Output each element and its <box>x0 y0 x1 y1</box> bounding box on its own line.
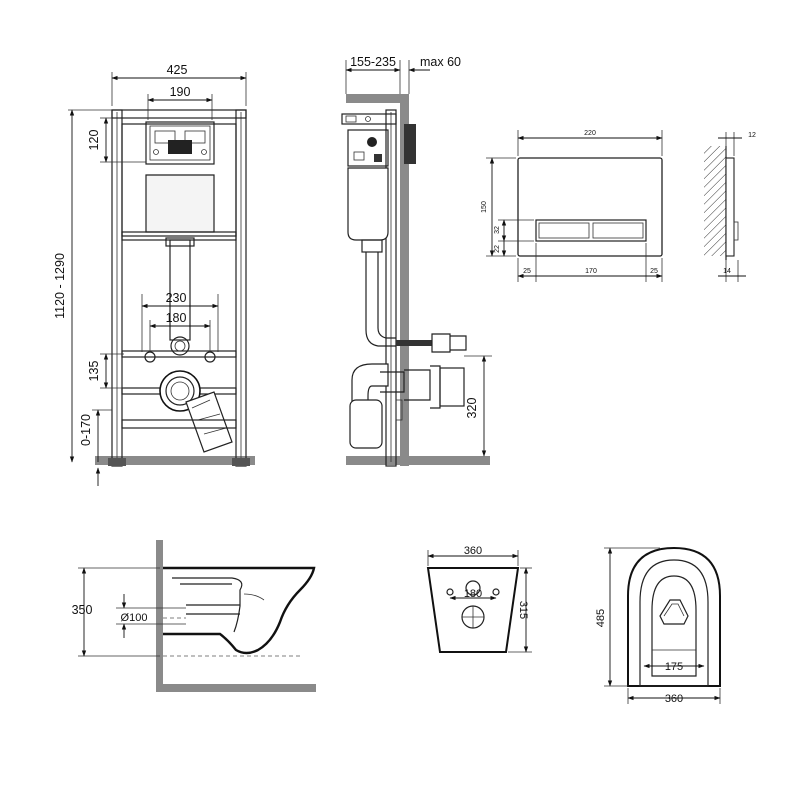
dim-plate-depth-top: 12 <box>748 132 756 139</box>
toilet-bowl-profile <box>163 566 316 655</box>
flush-plate-side-view: 12 14 <box>704 132 756 282</box>
dim-rear-width: 360 <box>464 545 482 557</box>
dim-frame-height: 1120 - 1290 <box>53 253 67 319</box>
dim-opening-height: 120 <box>87 130 101 151</box>
dim-margin-left: 25 <box>523 268 531 275</box>
dim-foot-adjust: 0-170 <box>79 414 93 446</box>
frame-side-dimensions: 155-235 max 60 320 <box>345 55 492 457</box>
dim-frame-width: 425 <box>167 63 188 77</box>
frame-front-view <box>95 109 255 467</box>
dim-toilet-length: 485 <box>595 609 607 627</box>
dim-margin-right: 25 <box>650 268 658 275</box>
flush-pipe <box>169 239 191 341</box>
dim-outlet-height: 320 <box>465 398 479 419</box>
flush-button-small[interactable] <box>538 222 590 239</box>
toilet-side-view: 350 Ø100 <box>72 540 316 692</box>
dim-rear-spacing: 180 <box>464 588 482 600</box>
frame-side-view <box>341 94 490 467</box>
cistern-tank <box>145 174 215 233</box>
dim-button-width: 170 <box>585 268 597 275</box>
mount-hole-right <box>492 588 500 596</box>
dim-plate-depth-bottom: 14 <box>723 268 731 275</box>
wall-side <box>400 94 409 466</box>
dim-toilet-height: 350 <box>72 603 93 617</box>
flush-buttons <box>535 219 647 242</box>
toilet-top-view: 175 485 360 <box>595 546 721 705</box>
dim-opening-width: 190 <box>170 85 191 99</box>
dim-bolt-to-outlet: 135 <box>87 361 101 382</box>
dim-plate-height: 150 <box>481 201 488 213</box>
frame-top-rail <box>111 109 247 119</box>
dim-rail-spacing: 230 <box>166 291 187 305</box>
dim-max-wall: max 60 <box>420 55 461 69</box>
dim-seat-width: 175 <box>665 661 683 673</box>
dim-toilet-width: 360 <box>665 693 683 705</box>
toilet-rear-view: 360 180 315 <box>426 545 532 653</box>
wall-hatch <box>704 146 726 256</box>
dim-installation-depth: 155-235 <box>350 55 396 69</box>
toilet-top-outline <box>627 546 721 687</box>
dim-button-offset: 22 <box>494 245 501 253</box>
floor-front <box>95 456 255 465</box>
flush-plate-front-view: 220 150 32 22 25 170 25 <box>481 130 663 282</box>
floor-toilet-side <box>156 684 316 692</box>
dim-button-height: 32 <box>494 226 501 234</box>
dim-plate-width: 220 <box>584 130 596 137</box>
mount-hole-left <box>446 588 454 596</box>
dim-rear-height: 315 <box>517 601 529 619</box>
wall-toilet-side <box>156 540 163 690</box>
flush-plate-side <box>404 124 416 164</box>
flush-opening <box>145 121 215 165</box>
frame-front-dimensions: 425 190 120 1120 - 1290 135 0-170 230 18… <box>53 63 247 486</box>
flush-button-large[interactable] <box>592 222 644 239</box>
dim-bolt-spacing: 180 <box>166 311 187 325</box>
floor-side <box>346 456 490 465</box>
dim-outlet-diameter: Ø100 <box>121 612 148 624</box>
